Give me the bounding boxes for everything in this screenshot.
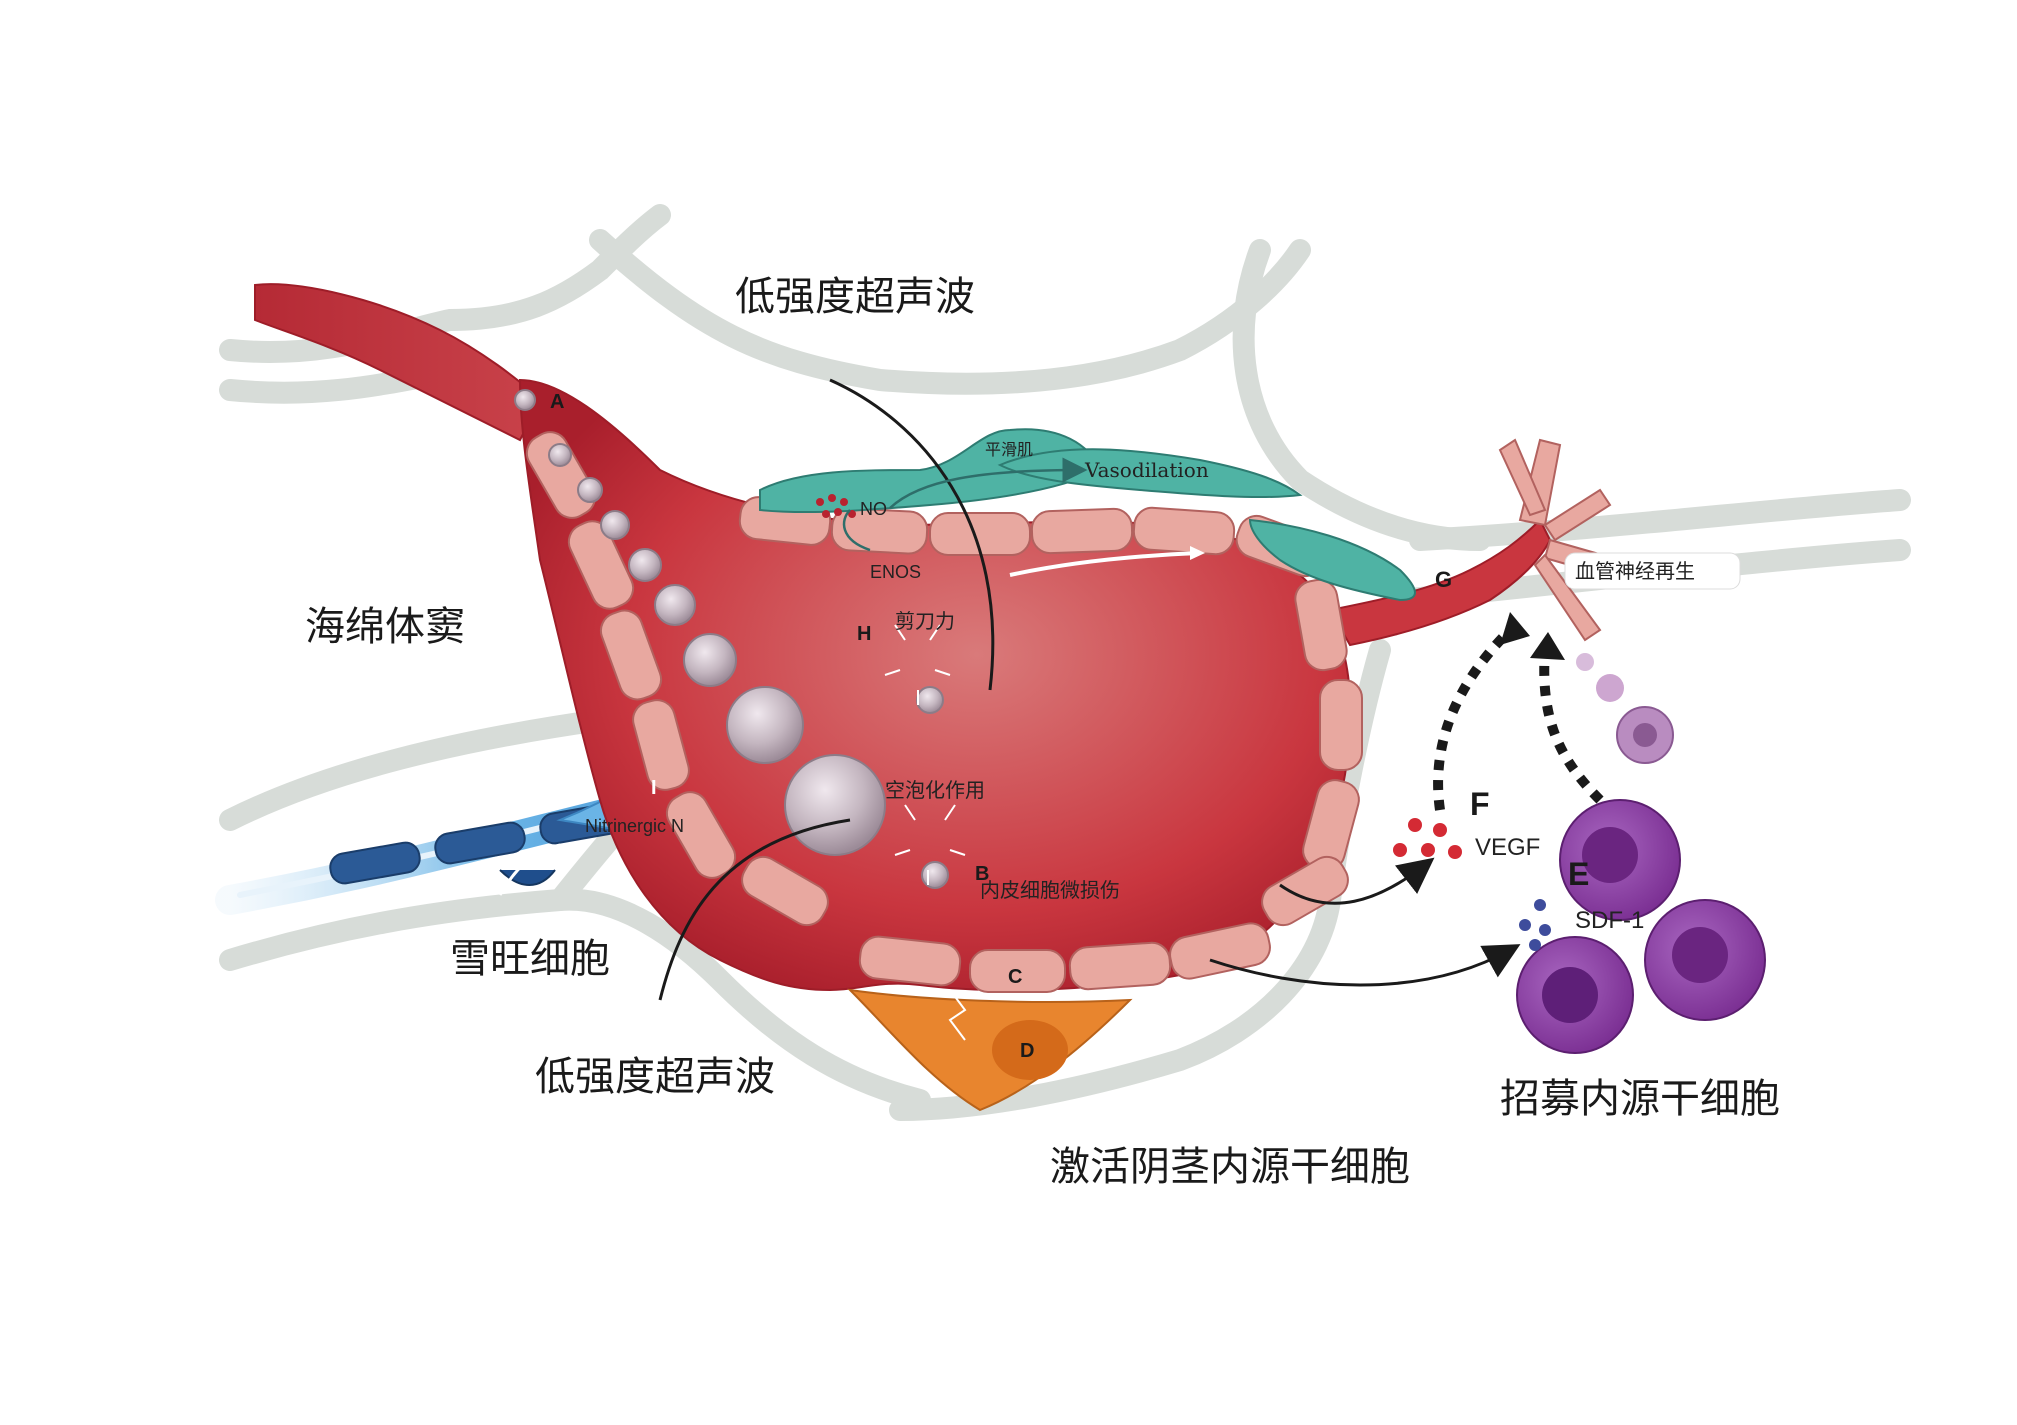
marker-D: D [1020,1040,1034,1062]
process-arrows [658,378,1521,1001]
no-particles [816,494,856,518]
ultrasound-label-bottom: 低强度超声波 [535,1054,775,1100]
enos-label: ENOS [870,562,921,582]
vegf-particles [1393,818,1462,859]
sdf1-label: SDF-1 [1575,907,1644,934]
cavitation-bubbles [514,389,949,889]
marker-F: F [1470,786,1490,822]
marker-G: G [1435,567,1452,592]
marker-B: B [975,863,989,885]
migration-arrows [1433,626,1604,811]
ultrasound-label-top: 低强度超声波 [735,274,975,320]
vasodilation-label: Vasodilation [1084,458,1209,482]
smooth-muscle-layer [759,428,1416,602]
recruit-stem-label: 招募内源干细胞 [1500,1076,1780,1122]
shear-force-label: 剪刀力 [895,609,955,633]
mast-cell-label: 雪旺细胞 [450,936,610,982]
penile-stem-cell [847,988,1133,1112]
burst-marks [884,624,967,1041]
sinusoid-label: 海绵体窦 [305,604,465,650]
marker-E: E [1568,856,1589,892]
recruited-stem-cells [1516,653,1766,1054]
neuro-regen-label: 血管神经再生 [1575,559,1695,583]
activate-stem-label: 激活阴茎内源干细胞 [1050,1144,1410,1190]
cavitation-label: 空泡化作用 [885,778,985,802]
no-label: NO [860,499,887,519]
smooth-muscle-label: 平滑肌 [985,440,1033,459]
vegf-label: VEGF [1475,834,1540,861]
marker-I: I [651,777,657,799]
marker-A: A [550,391,564,413]
marker-H: H [857,623,871,645]
marker-C: C [1008,966,1022,988]
sdf1-particles [1519,899,1551,951]
neuro-regen-pill [1564,552,1741,590]
migration-arrowheads [1500,612,1565,660]
nitrinergic-label: Nitrinergic N [585,816,684,836]
endothelial-lining [525,431,1363,993]
endothelial-injury-label: 内皮细胞微损伤 [980,878,1120,902]
